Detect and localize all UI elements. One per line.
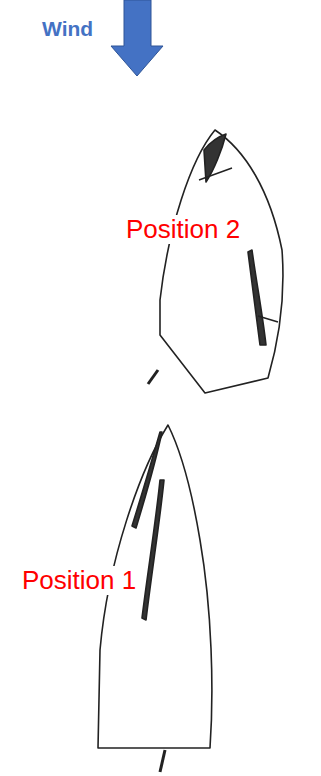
position-label: Position 1 [20,566,138,595]
boat-position-1 [98,425,212,772]
position-label: Position 2 [124,215,242,244]
boat-position-2 [148,130,283,393]
wind-label: Wind [42,17,93,40]
wind-arrow [111,0,163,76]
